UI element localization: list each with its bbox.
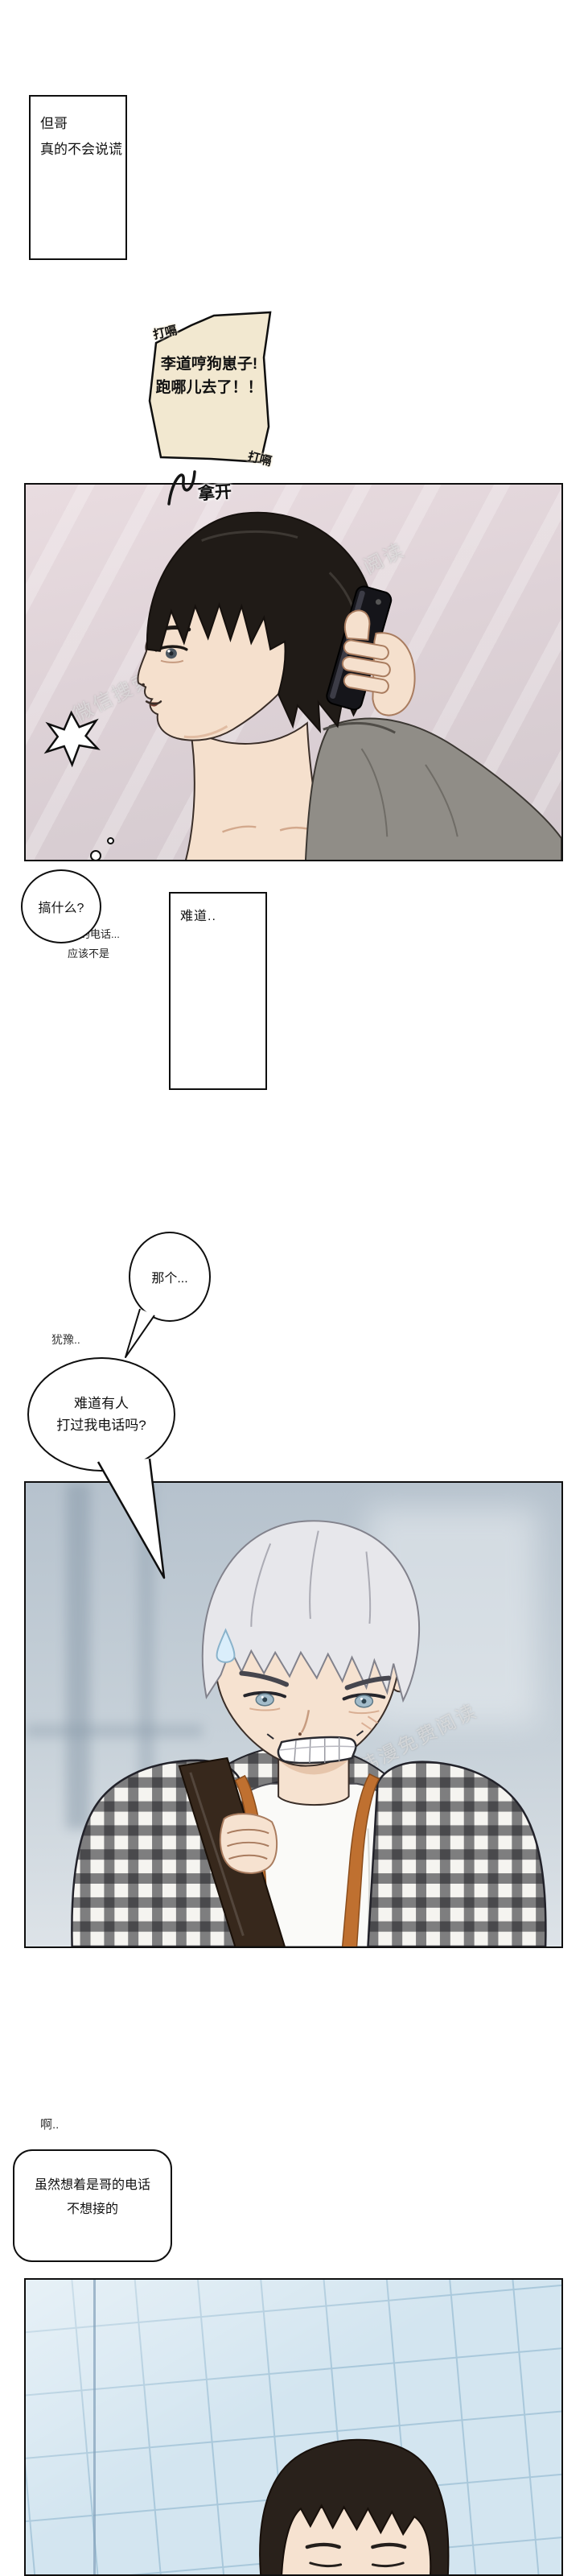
bubble-what-text: 搞什么? <box>38 902 84 915</box>
character-dark-hair-bottom <box>259 2438 450 2574</box>
character3-eye-right <box>371 2562 405 2568</box>
sweat-drop-icon <box>216 1628 236 1663</box>
character2-hair <box>201 1520 421 1703</box>
caption-intro-line1: 但哥 <box>40 116 68 131</box>
bubble-question: 难道有人 打过我电话吗? <box>27 1357 175 1472</box>
sfx-ah: 啊.. <box>40 2118 60 2132</box>
shout-bubble: 李道哼狗崽子! 跑哪儿去了！！ 打嗝 打嗝 <box>143 306 275 469</box>
sfx-take-away: 拿开 <box>197 482 232 504</box>
bubble-thought: 虽然想着是哥的电话 不想接的 <box>13 2149 172 2262</box>
character-silver-hair <box>71 1520 547 1946</box>
character2-shirt-right <box>367 1761 547 1946</box>
sfx-hesitate: 犹豫.. <box>51 1333 80 1346</box>
bubble-that: 那个... <box>129 1232 211 1322</box>
character2-eyebrow-left <box>239 1670 290 1687</box>
scribble-mark-icon <box>167 470 196 506</box>
panel-silver-hair-man: 微信搜索关注公众号今日韩漫免费阅读 <box>24 1481 563 1948</box>
bubble-that-text: 那个... <box>151 1272 188 1286</box>
character3-eye-left <box>309 2562 343 2568</box>
bubble-question-line2: 打过我电话吗? <box>56 1418 146 1433</box>
panel-man-on-phone: 微信搜索关注公众号今日韩漫免费阅读 <box>24 483 563 861</box>
bubble-thought-line2: 不想接的 <box>66 2202 118 2217</box>
thought-trail-dot-large <box>90 850 101 861</box>
character1-shirt <box>304 717 561 860</box>
shout-bubble-shape-icon <box>148 311 272 464</box>
character2-eyebrow-right <box>344 1675 392 1690</box>
caption-box-intro: 但哥 真的不会说谎 <box>29 95 127 260</box>
shout-text: 李道哼狗崽子! 跑哪儿去了！！ <box>148 353 270 400</box>
caption-intro-line2: 真的不会说谎 <box>40 142 122 158</box>
bubble-that-tail <box>125 1308 155 1358</box>
bubble-thought-line1: 虽然想着是哥的电话 <box>34 2178 150 2192</box>
bubble-what: 搞什么? <box>21 869 101 943</box>
character3-eyebrow-right <box>371 2542 407 2549</box>
character1-chest <box>185 721 326 860</box>
shirt-orange-trim-right <box>341 1773 380 1946</box>
character3-hair <box>259 2438 450 2574</box>
bubble-question-line1: 难道有人 <box>74 1395 129 1411</box>
caption-doubt-text: 难道.. <box>180 910 216 923</box>
caption-box-doubt: 难道.. <box>169 892 267 1090</box>
character2-fist <box>219 1813 278 1874</box>
bubble-question-tail <box>97 1458 166 1579</box>
character2-mouth <box>277 1736 357 1765</box>
shock-spark-icon <box>43 710 101 768</box>
thought-trail-dot-small <box>107 837 114 844</box>
wall-edge-line <box>93 2280 96 2574</box>
shout-line2: 跑哪儿去了！！ <box>155 379 263 397</box>
character1-hand <box>341 609 416 716</box>
bubble-question-text: 难道有人 打过我电话吗? <box>56 1393 146 1436</box>
character-black-hair-phone <box>43 511 561 860</box>
shout-line1: 李道哼狗崽子! <box>160 356 258 373</box>
panel-tiled-wall <box>24 2278 563 2576</box>
character3-eyebrow-left <box>305 2542 341 2549</box>
window-frame-bar <box>66 1483 90 1829</box>
note-line2: 应该不是 <box>68 947 110 960</box>
window-sill <box>26 1724 203 1737</box>
